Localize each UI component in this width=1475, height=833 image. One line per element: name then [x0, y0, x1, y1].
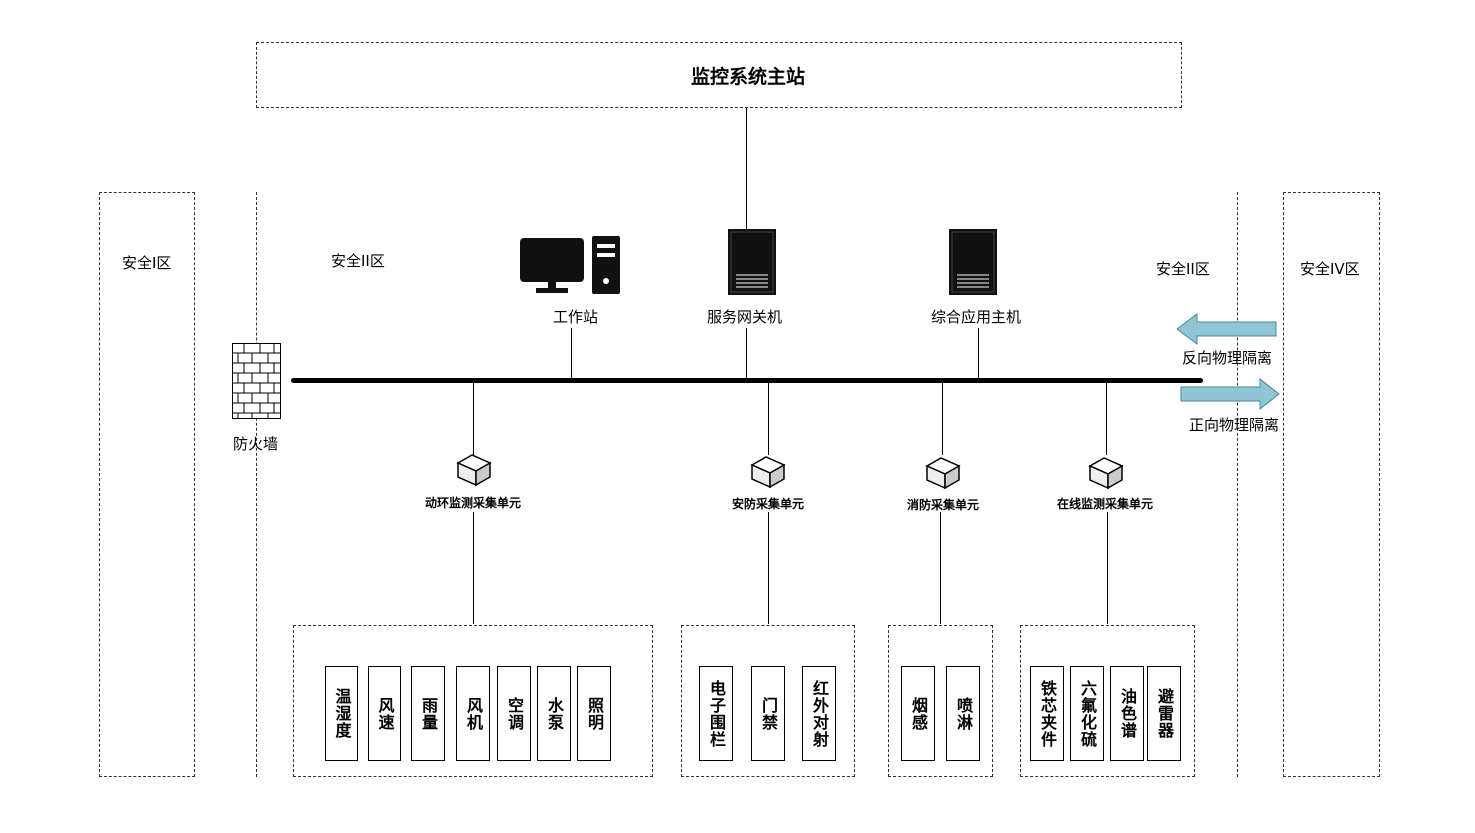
computer-icon	[520, 236, 620, 294]
main-network-bus	[291, 378, 1203, 383]
master-station-title: 监控系统主站	[691, 66, 806, 88]
device-sf6: 六氟化硫	[1070, 666, 1104, 761]
zone2-left-boundary	[256, 192, 257, 777]
unit-drop-line	[942, 381, 943, 455]
zone1-label: 安全I区	[122, 254, 172, 272]
group-fire	[888, 625, 993, 777]
group-power-env	[293, 625, 653, 777]
workstation-label: 工作站	[553, 308, 599, 326]
device-temp-humidity: 温湿度	[325, 666, 358, 761]
device-arrester: 避雷器	[1147, 666, 1181, 761]
collector-device-icon	[456, 454, 492, 487]
gateway-label: 服务网关机	[707, 308, 783, 326]
firewall-label: 防火墙	[233, 435, 279, 453]
unit-drop-line	[768, 381, 769, 455]
app-host-link	[978, 328, 979, 380]
gateway-link	[746, 328, 747, 380]
zone1-box	[99, 192, 195, 777]
unit-label-fire: 消防采集单元	[906, 498, 979, 512]
zone2-right-label: 安全II区	[1156, 260, 1210, 278]
unit-group-link	[473, 512, 474, 624]
app-host-label: 综合应用主机	[931, 308, 1022, 326]
master-station-box	[256, 42, 1182, 108]
unit-drop-line	[1106, 381, 1107, 455]
workstation-link	[571, 328, 572, 380]
zone4-box	[1283, 192, 1380, 777]
forward-arrow-icon	[1180, 378, 1280, 410]
zone2-left-label: 安全II区	[331, 252, 385, 270]
unit-group-link	[768, 512, 769, 624]
master-link-line	[746, 108, 747, 230]
zone2-right-boundary	[1237, 192, 1238, 777]
device-rainfall: 雨量	[411, 666, 445, 761]
device-fan: 风机	[456, 666, 490, 761]
device-lighting: 照明	[577, 666, 611, 761]
unit-group-link	[940, 512, 941, 624]
group-security	[681, 625, 855, 777]
server-icon	[949, 229, 997, 295]
device-access-control: 门禁	[751, 666, 785, 761]
unit-label-security: 安防采集单元	[731, 497, 804, 511]
zone4-label: 安全IV区	[1300, 260, 1360, 278]
collector-device-icon	[925, 457, 961, 490]
device-sprinkler: 喷淋	[946, 666, 980, 761]
device-infrared-beam: 红外对射	[802, 666, 836, 761]
device-oil-chromatography: 油色谱	[1110, 666, 1144, 761]
unit-label-online: 在线监测采集单元	[1056, 497, 1153, 511]
device-wind-speed: 风速	[368, 666, 401, 761]
device-electric-fence: 电子围栏	[699, 666, 733, 761]
unit-label-power-env: 动环监测采集单元	[424, 496, 521, 510]
device-smoke-sensor: 烟感	[901, 666, 935, 761]
collector-device-icon	[750, 456, 786, 489]
reverse-isolation-label: 反向物理隔离	[1182, 349, 1273, 367]
collector-device-icon	[1088, 457, 1124, 490]
server-icon	[728, 229, 776, 295]
reverse-arrow-icon	[1177, 313, 1277, 345]
unit-drop-line	[473, 381, 474, 455]
group-online	[1020, 625, 1195, 777]
device-core-clamp: 铁芯夹件	[1030, 666, 1064, 761]
unit-group-link	[1107, 512, 1108, 624]
device-pump: 水泵	[537, 666, 571, 761]
device-aircon: 空调	[497, 666, 531, 761]
forward-isolation-label: 正向物理隔离	[1189, 416, 1280, 434]
firewall-icon	[232, 343, 281, 419]
